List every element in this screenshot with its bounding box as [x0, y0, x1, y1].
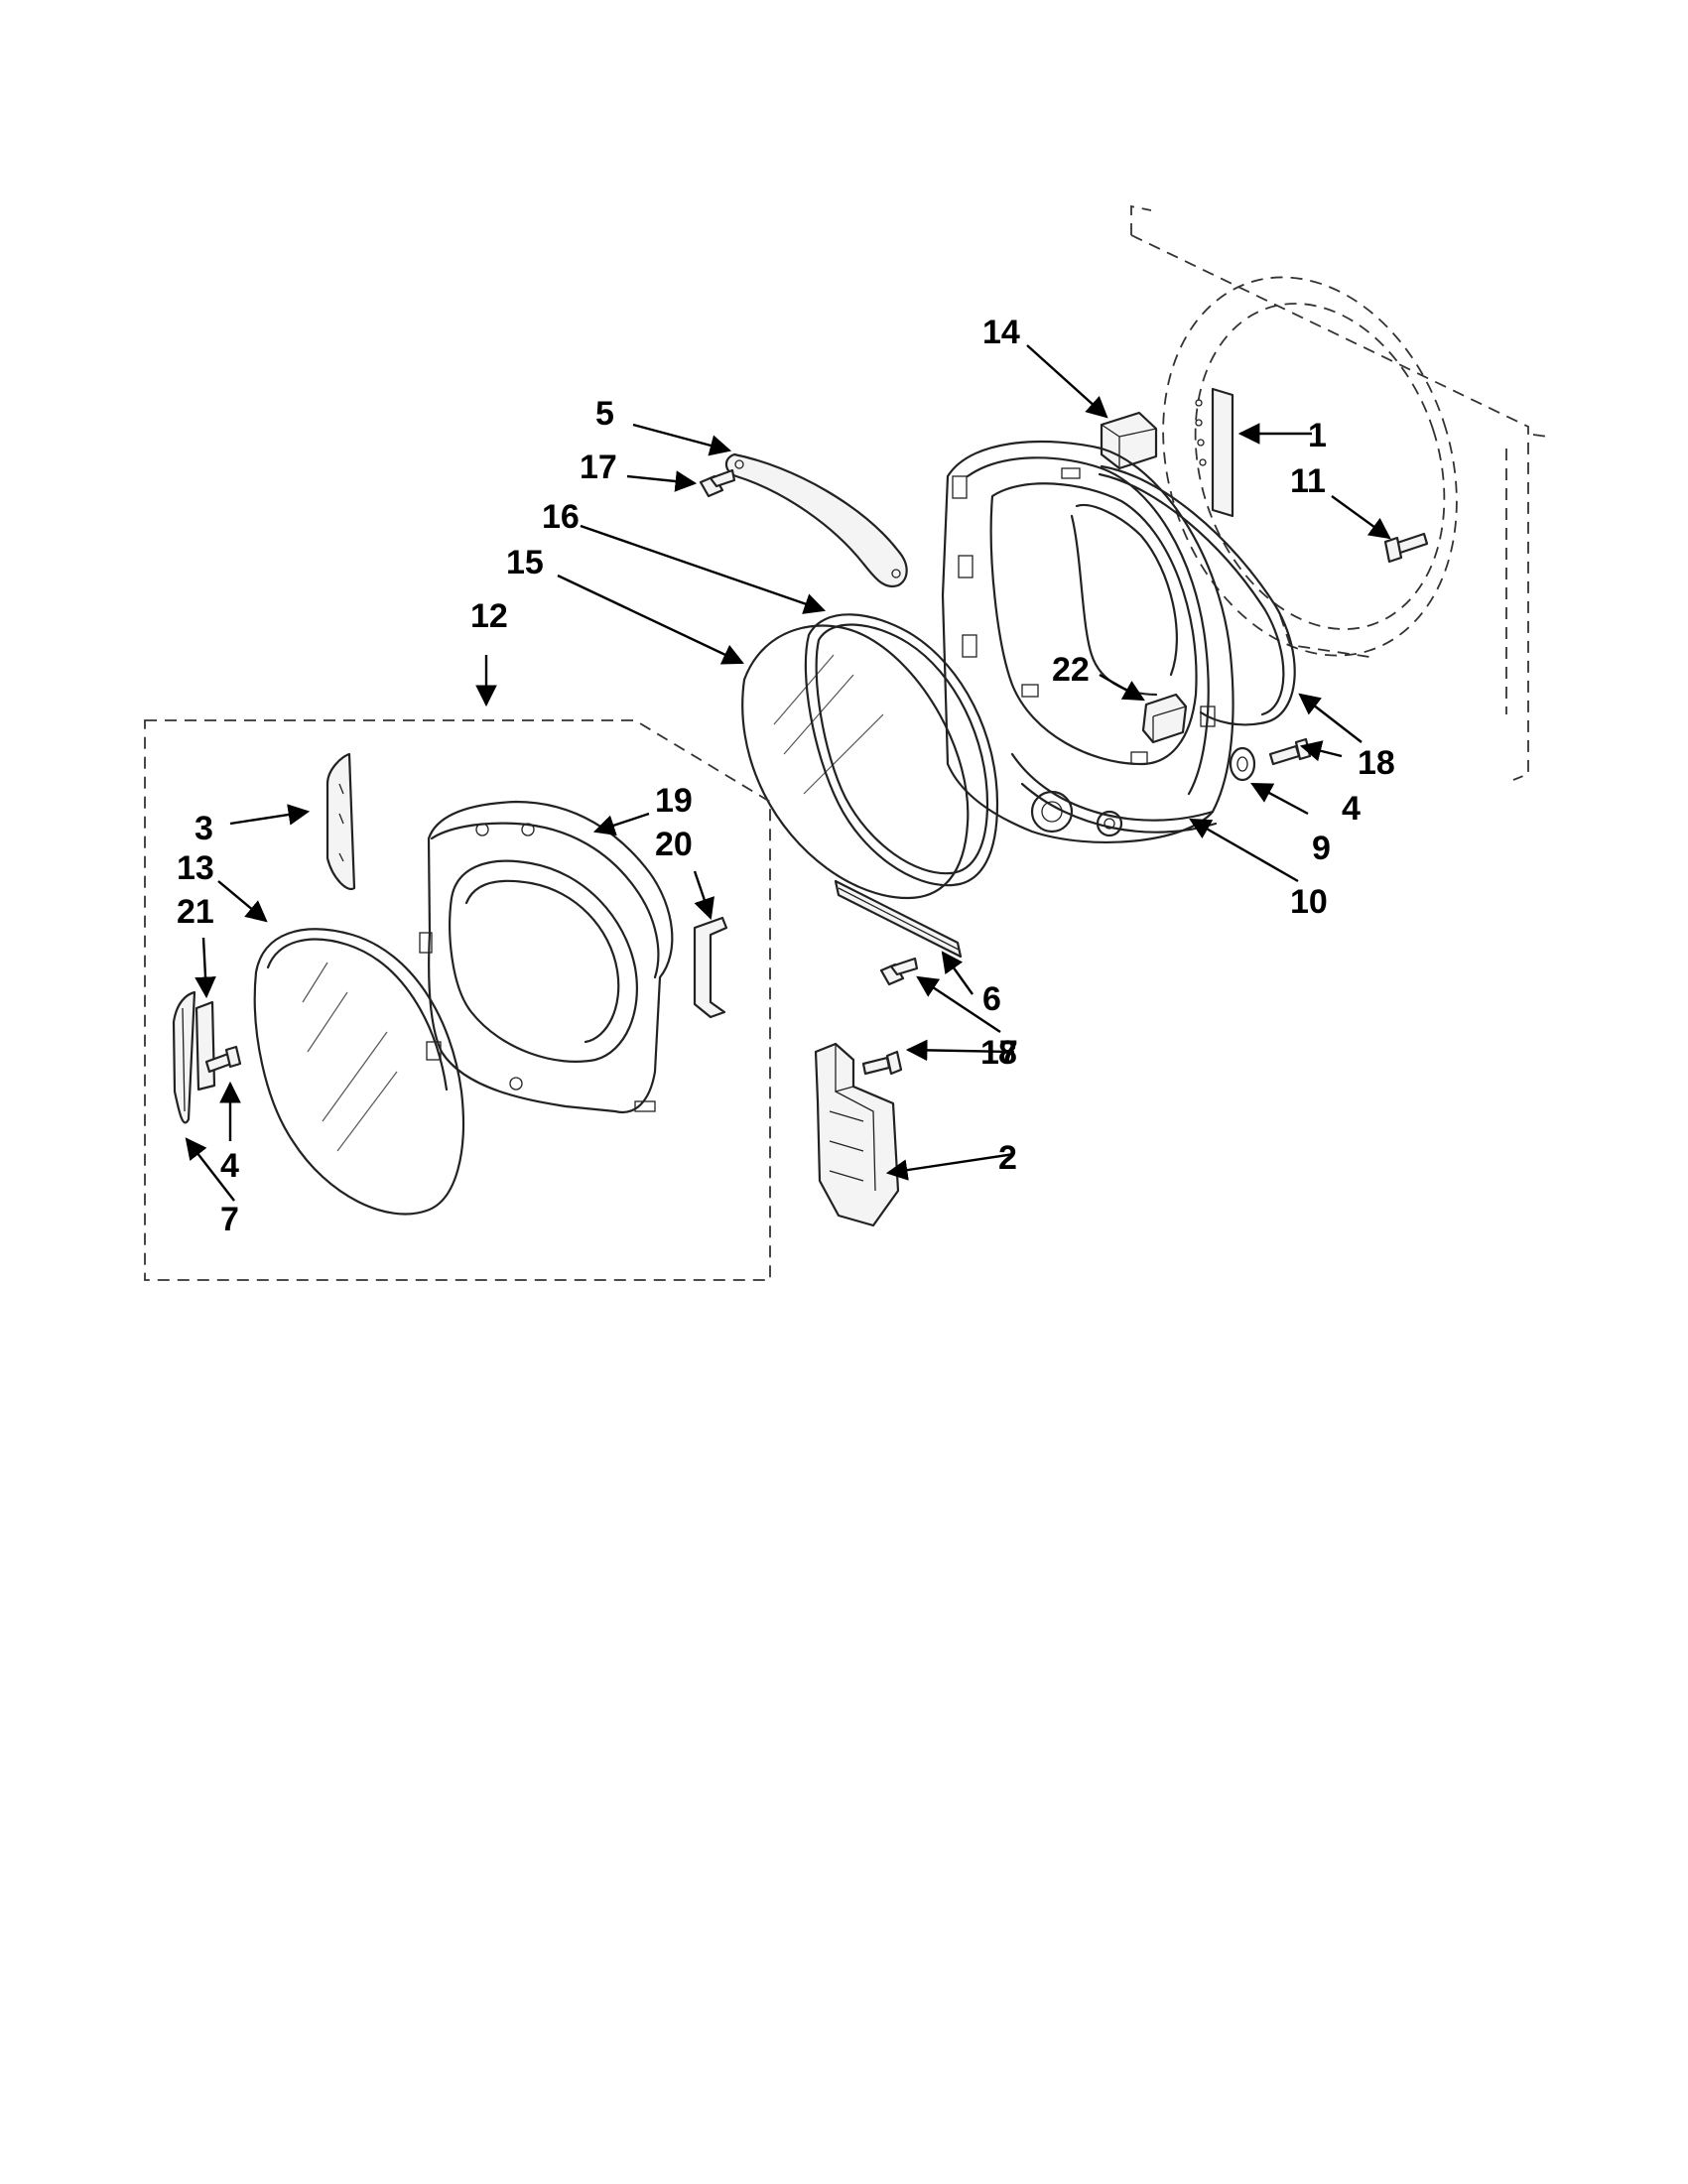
part-7-handle [172, 990, 196, 1124]
callout-17-upper: 17 [580, 449, 617, 486]
callout-17-lower: 17 [980, 1034, 1018, 1072]
callout-labels: 1 2 3 4 4 5 6 7 8 9 10 11 12 13 14 15 16… [177, 314, 1395, 1238]
part-1-bracket [1195, 387, 1234, 518]
part-11-screw [1383, 532, 1429, 564]
part-2-door-latch [814, 1042, 900, 1227]
callout-2: 2 [998, 1139, 1017, 1177]
callout-15: 15 [506, 544, 544, 581]
part-17-screw-upper [699, 468, 736, 498]
callout-11: 11 [1290, 462, 1326, 500]
callout-21: 21 [177, 893, 214, 931]
part-9-ring [1229, 746, 1256, 782]
part-17-screw-lower [879, 957, 919, 986]
part-4-screw-left [204, 1045, 242, 1074]
part-5-hinge-strap [724, 452, 908, 588]
callout-18: 18 [1358, 744, 1395, 782]
callout-5: 5 [595, 395, 614, 433]
part-15-glass [741, 624, 970, 900]
part-4-screw-right [1268, 737, 1312, 766]
callout-1: 1 [1308, 417, 1327, 454]
part-13-inner-door [253, 928, 465, 1216]
part-19-door-frame [419, 800, 674, 1114]
callout-7: 7 [220, 1201, 239, 1238]
callout-16: 16 [542, 498, 580, 536]
callout-12: 12 [470, 597, 508, 635]
part-8-screw [861, 1050, 903, 1076]
part-21-seal [195, 1000, 216, 1092]
cabinet-front-panel [1130, 204, 1549, 781]
part-3-hinge-cover [325, 752, 356, 891]
callout-14: 14 [982, 314, 1020, 351]
callout-20: 20 [655, 826, 693, 863]
callout-10: 10 [1290, 883, 1328, 921]
callout-6: 6 [982, 980, 1001, 1018]
callout-19: 19 [655, 782, 693, 820]
part-14-switch [1100, 411, 1158, 470]
part-10-front-panel [941, 440, 1234, 843]
part-12-door-assembly-box [144, 719, 771, 1281]
part-18-gasket [1070, 464, 1296, 726]
callout-4-left: 4 [220, 1147, 239, 1185]
part-16-glass-gasket [804, 613, 999, 887]
callout-22: 22 [1052, 651, 1090, 689]
leader-lines [185, 344, 1391, 1202]
part-22-switch [1141, 693, 1188, 744]
callout-9: 9 [1312, 830, 1331, 867]
callout-13: 13 [177, 849, 214, 887]
part-20-clip [693, 916, 728, 1019]
part-6-hinge-plate [834, 879, 963, 959]
callout-4-right: 4 [1342, 790, 1361, 828]
callout-8: 8 [998, 1034, 1017, 1072]
callout-3: 3 [195, 810, 213, 847]
